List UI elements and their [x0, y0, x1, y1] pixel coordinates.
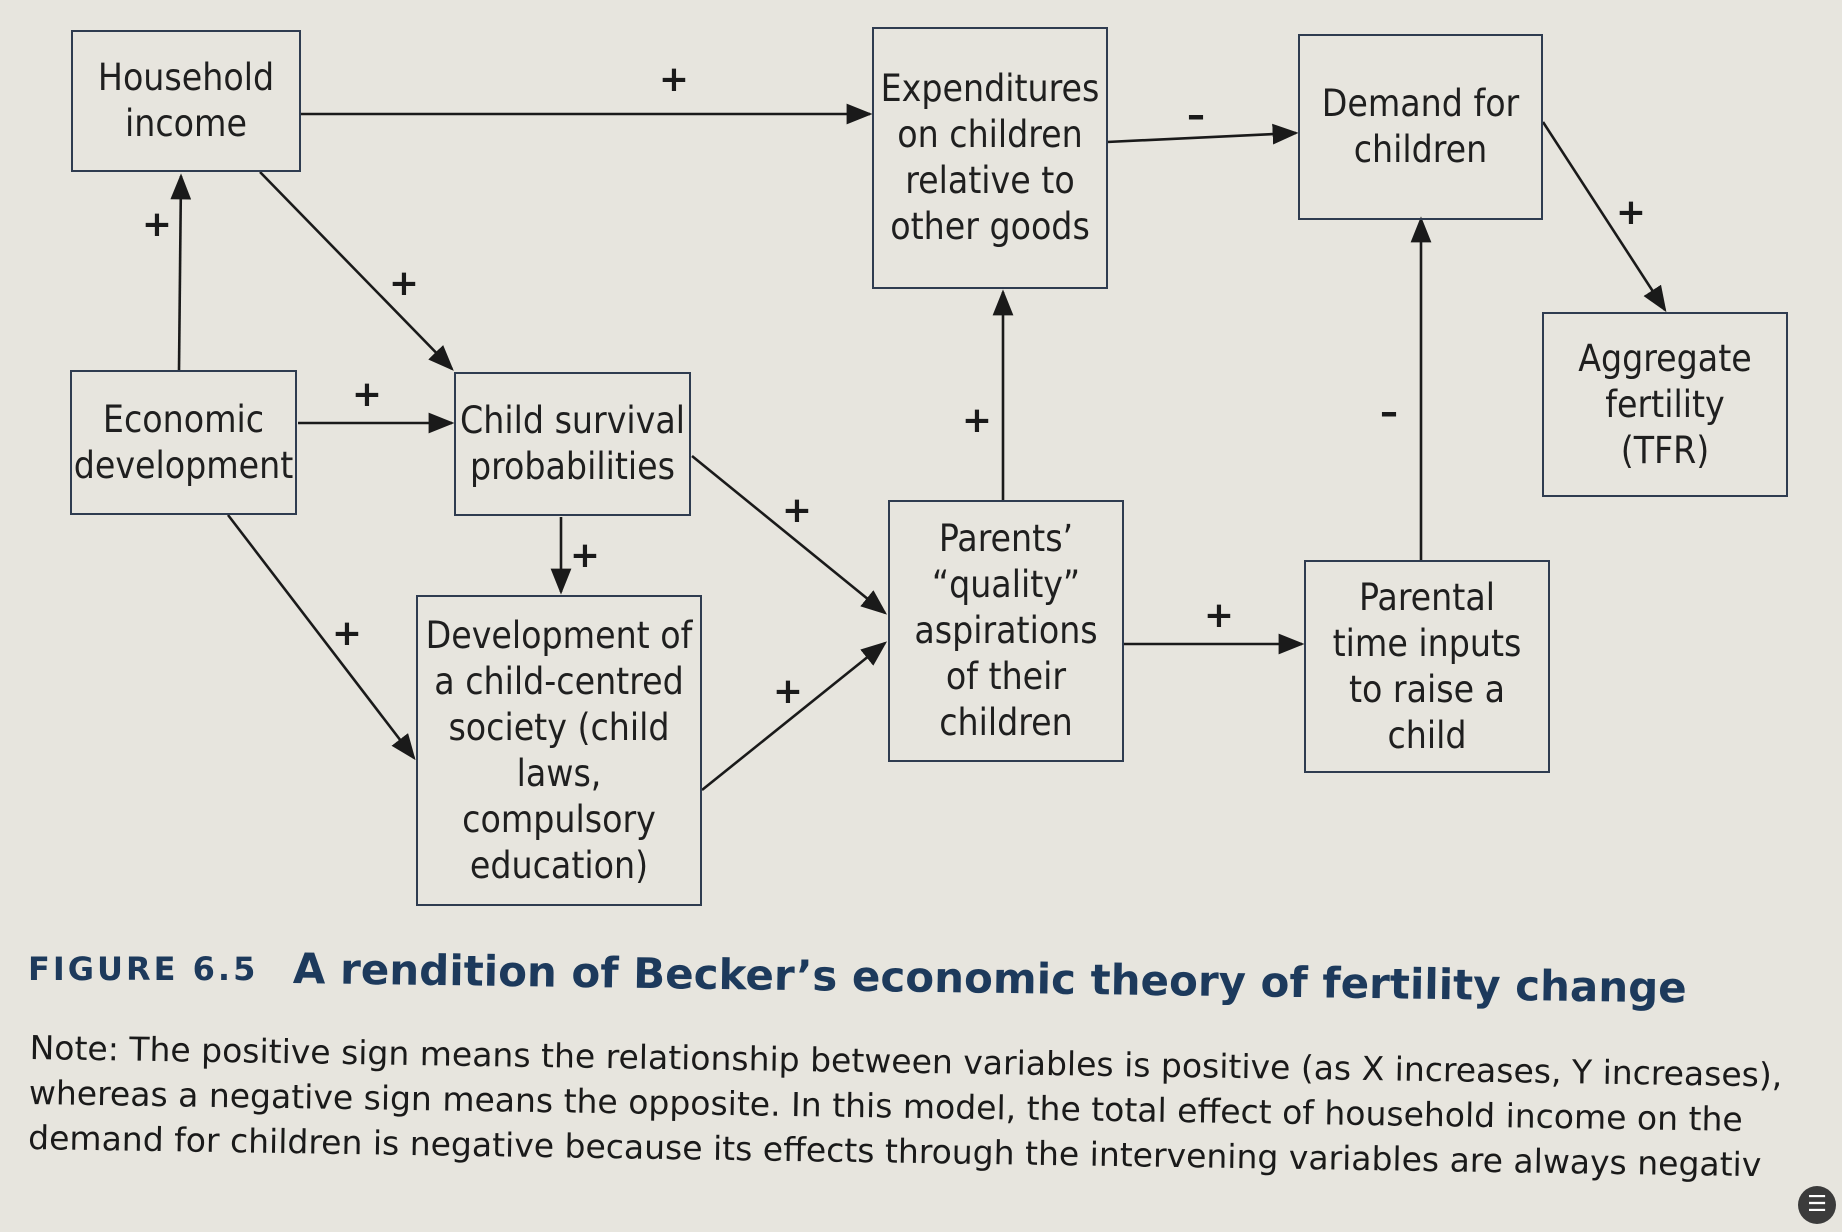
edge-income-to-child-survival — [259, 171, 454, 371]
node-parental-time-label: Parental time inputs to raise a child — [1332, 575, 1522, 757]
sign-quality-to-expenditures: + — [961, 400, 993, 441]
sign-demand-to-aggregate-fertility: + — [1615, 192, 1647, 233]
node-child-centred-label: Development of a child-centred society (… — [425, 613, 693, 887]
edge-child-survival-to-quality — [691, 454, 888, 615]
node-demand-for-children: Demand for children — [1298, 34, 1543, 220]
figure-note: Note: The positive sign means the relati… — [27, 1027, 1783, 1185]
node-demand-label: Demand for children — [1321, 82, 1520, 171]
node-expenditures-label: Expenditures on children relative to oth… — [880, 67, 1100, 248]
node-household-income-label: Household income — [97, 56, 275, 145]
sign-expenditures-to-demand: – — [1187, 95, 1205, 136]
sign-income-to-expenditures: + — [658, 59, 690, 100]
sign-income-to-child-survival: + — [388, 263, 420, 304]
diagram-arrows — [170, 103, 1667, 792]
node-child-survival: Child survival probabilities — [454, 372, 691, 516]
sign-quality-to-parental-time: + — [1203, 595, 1235, 636]
node-household-income: Household income — [71, 30, 301, 172]
figure-label: FIGURE 6.5 — [28, 950, 259, 988]
node-child-survival-label: Child survival probabilities — [460, 399, 685, 488]
sign-child-centred-to-quality: + — [772, 671, 804, 712]
node-economic-development: Economic development — [70, 370, 297, 515]
node-aggregate-fertility: Aggregate fertility (TFR) — [1542, 312, 1788, 497]
node-parental-time-inputs: Parental time inputs to raise a child — [1304, 560, 1550, 773]
node-economic-development-label: Economic development — [73, 397, 294, 487]
node-aggregate-fertility-label: Aggregate fertility (TFR) — [1578, 336, 1752, 472]
edge-economic-development-to-income — [170, 173, 192, 371]
figure-title: A rendition of Becker’s economic theory … — [292, 944, 1688, 1013]
node-expenditures: Expenditures on children relative to oth… — [872, 27, 1108, 289]
sign-child-survival-to-quality: + — [781, 490, 813, 531]
node-parents-quality-aspirations: Parents’ “quality” aspirations of their … — [888, 500, 1124, 762]
text-recognition-icon[interactable]: ☰ — [1798, 1186, 1836, 1224]
sign-economic-development-to-child-centred: + — [331, 613, 363, 654]
sign-economic-development-to-child-survival: + — [351, 374, 383, 415]
sign-parental-time-to-demand: – — [1380, 392, 1398, 433]
edge-expenditures-to-demand — [1106, 123, 1299, 145]
edge-economic-development-to-child-centred — [226, 514, 416, 761]
node-parents-quality-label: Parents’ “quality” aspirations of their … — [914, 517, 1098, 744]
sign-child-survival-to-child-centred: + — [569, 535, 601, 576]
edge-demand-to-aggregate-fertility — [1541, 121, 1667, 313]
sign-economic-development-to-income: + — [141, 204, 173, 245]
edge-child-centred-to-quality — [701, 641, 888, 792]
node-child-centred-society: Development of a child-centred society (… — [416, 595, 702, 906]
